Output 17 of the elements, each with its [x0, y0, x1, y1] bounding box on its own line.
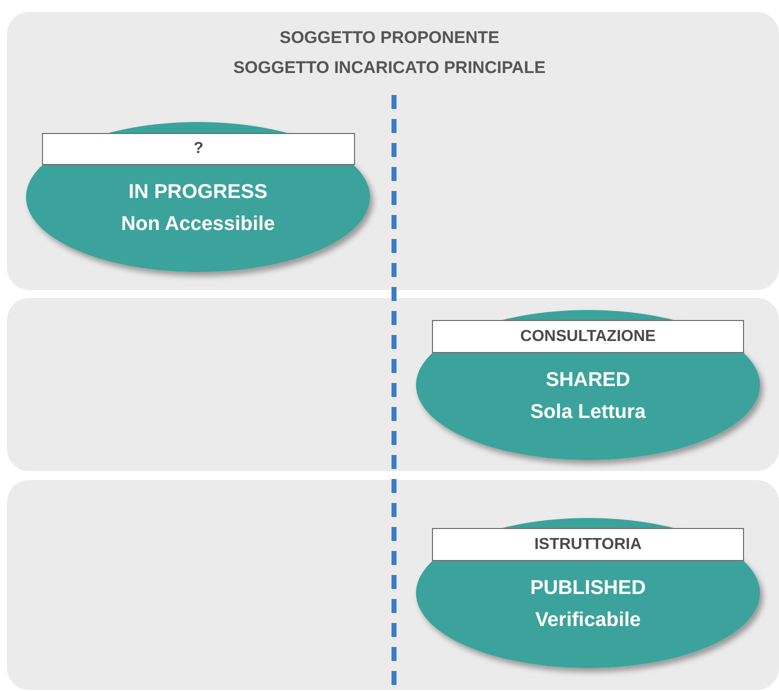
stage-label-box: [432, 320, 744, 353]
access-level: Non Accessibile: [121, 212, 275, 237]
status-ellipse: [416, 518, 760, 668]
column-heading: SOGGETTO PROPONENTE: [280, 28, 500, 48]
stage-name: ISTRUTTORIA: [534, 534, 642, 554]
access-level: Verificabile: [535, 608, 641, 633]
stage-name: ?: [194, 139, 204, 159]
status-name: SHARED: [546, 368, 630, 393]
stage-name: CONSULTAZIONE: [520, 326, 656, 346]
status-ellipse: [416, 310, 760, 460]
status-ellipse: [26, 122, 370, 272]
status-name: IN PROGRESS: [128, 180, 268, 205]
stage-label-box: [432, 528, 744, 561]
access-level: Sola Lettura: [530, 400, 646, 425]
column-heading: SOGGETTO INCARICATO PRINCIPALE: [233, 58, 546, 78]
stage-label-box: [42, 133, 355, 165]
status-name: PUBLISHED: [530, 576, 646, 601]
